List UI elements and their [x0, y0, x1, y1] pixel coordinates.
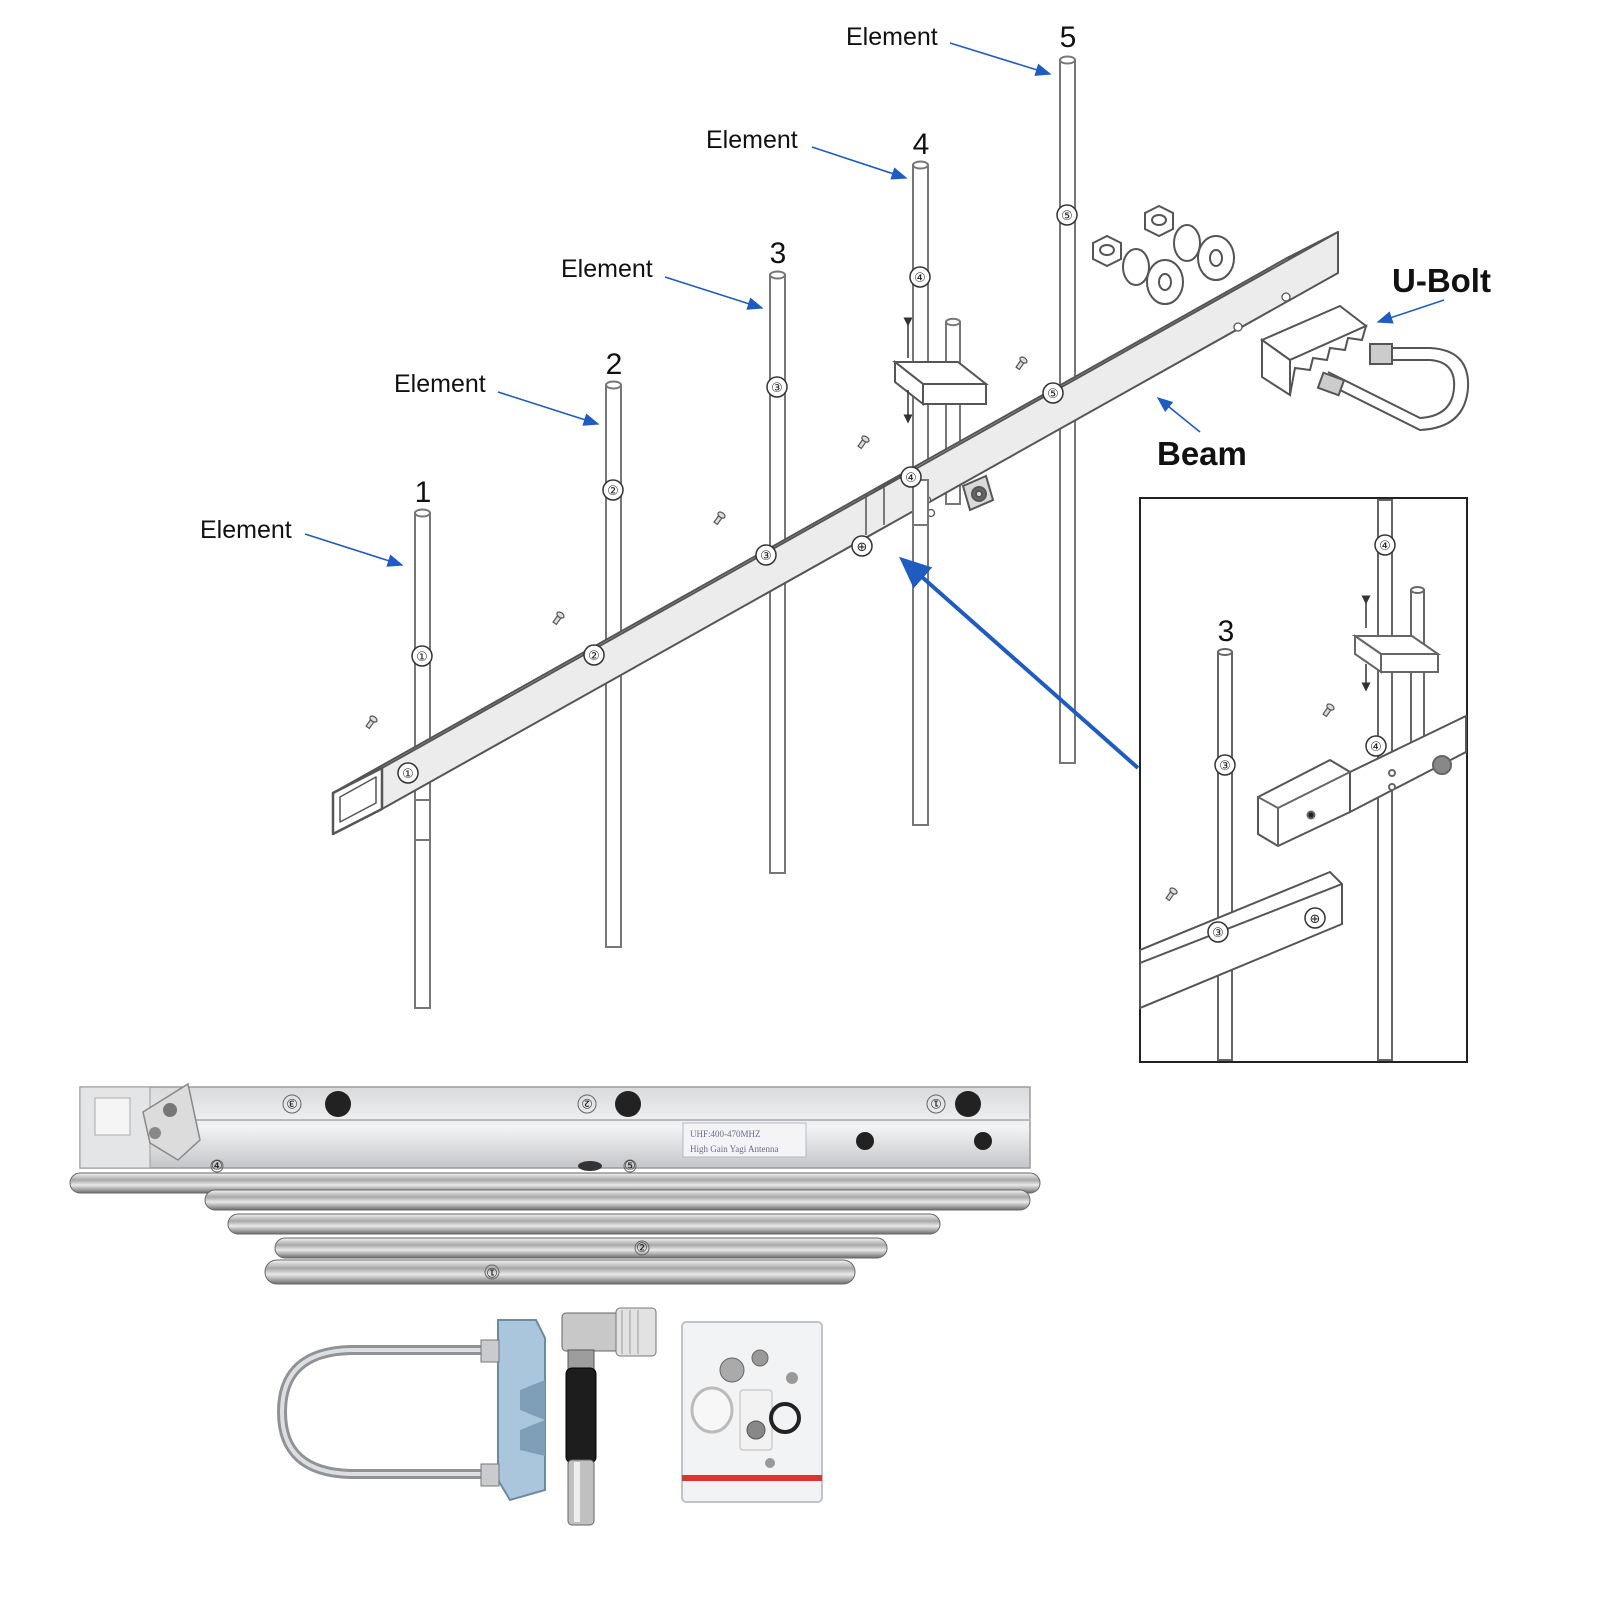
u-bolt-label: U-Bolt — [1392, 262, 1491, 299]
nuts-and-washers — [1092, 204, 1235, 305]
element-number-4: 4 — [913, 128, 930, 161]
svg-text:④: ④ — [1379, 539, 1391, 554]
element-number-5: 5 — [1060, 21, 1077, 54]
photo-beam: ③ ② ① UHF:400-470MHZ High Gain Yagi Ante… — [79, 1082, 1031, 1174]
element-number-1: 1 — [415, 476, 432, 509]
element-number-2: 2 — [606, 348, 623, 381]
photo-rod-number-1: ① — [484, 1264, 500, 1280]
driven-element-bracket — [892, 317, 995, 512]
screws — [365, 356, 1028, 730]
photo-hardware-bag — [681, 1321, 823, 1503]
svg-text:②: ② — [588, 649, 600, 664]
inset-marker-plus: ⊕ — [1304, 907, 1326, 929]
svg-text:⑤: ⑤ — [1061, 209, 1073, 224]
svg-text:④: ④ — [211, 1159, 223, 1174]
detail-inset: 3 ④ ④ ③ ③ ⊕ — [1139, 497, 1468, 1063]
photo-rod-4 — [274, 1237, 888, 1259]
photo-beam-rod-number-5: ⑤ — [623, 1159, 637, 1174]
element-label-5: Element — [846, 23, 938, 51]
inset-marker-4-beam: ④ — [1365, 735, 1387, 757]
svg-text:④: ④ — [1370, 740, 1382, 755]
callouts: Element Element Element Element Element … — [200, 23, 1491, 770]
photo-product-tag: UHF:400-470MHZ High Gain Yagi Antenna — [682, 1122, 807, 1158]
photo-element-rods: ② ① — [69, 1172, 1041, 1285]
photo-beam-number-3: ③ — [282, 1094, 302, 1114]
photo-rod-3 — [227, 1213, 941, 1235]
svg-text:①: ① — [416, 650, 428, 665]
svg-text:③: ③ — [286, 1095, 298, 1110]
svg-text:②: ② — [636, 1241, 648, 1256]
photo-beam-number-2: ② — [577, 1094, 597, 1114]
svg-text:①: ① — [930, 1095, 942, 1110]
photo-beam-rod-number-4: ④ — [210, 1159, 224, 1174]
inset-marker-4-top: ④ — [1374, 534, 1396, 556]
svg-text:①: ① — [486, 1264, 498, 1279]
element-number-3: 3 — [770, 237, 787, 270]
element-label-2: Element — [394, 370, 486, 398]
svg-text:④: ④ — [914, 271, 926, 286]
svg-text:②: ② — [607, 484, 619, 499]
svg-text:⑤: ⑤ — [1047, 387, 1059, 402]
photo-rod-2 — [204, 1189, 1031, 1211]
svg-text:③: ③ — [1219, 759, 1231, 774]
svg-text:①: ① — [402, 767, 414, 782]
marker-2-beam: ② — [583, 644, 605, 666]
element-label-3: Element — [561, 255, 653, 283]
svg-text:High Gain Yagi Antenna: High Gain Yagi Antenna — [690, 1144, 779, 1154]
svg-text:⊕: ⊕ — [1310, 912, 1321, 927]
position-markers: ① ① ② ② ③ ③ ④ ④ ⑤ ⑤ ⊕ — [397, 204, 1078, 784]
svg-text:③: ③ — [1212, 926, 1224, 941]
product-photo: ③ ② ① UHF:400-470MHZ High Gain Yagi Ante… — [69, 1082, 1041, 1526]
detail-pointer-arrow — [899, 556, 1140, 770]
marker-5-beam: ⑤ — [1042, 382, 1064, 404]
marker-plus-beam: ⊕ — [851, 535, 873, 557]
svg-text:UHF:400-470MHZ: UHF:400-470MHZ — [690, 1129, 761, 1139]
inset-marker-3-beam: ③ — [1207, 921, 1229, 943]
marker-1-beam: ① — [397, 762, 419, 784]
inset-marker-3-rod: ③ — [1214, 754, 1236, 776]
u-bolt-drawing — [1259, 304, 1470, 432]
element-rods — [414, 55, 1076, 1009]
svg-text:⑤: ⑤ — [624, 1159, 636, 1174]
marker-4-beam: ④ — [900, 466, 922, 488]
svg-text:④: ④ — [905, 471, 917, 486]
element-label-4: Element — [706, 126, 798, 154]
svg-text:③: ③ — [760, 549, 772, 564]
inset-element-number: 3 — [1218, 615, 1235, 648]
photo-coax-connector — [561, 1307, 657, 1526]
rod-front-segments — [414, 479, 929, 841]
photo-u-bolt — [276, 1319, 546, 1502]
marker-3-beam: ③ — [755, 544, 777, 566]
marker-2-rod: ② — [602, 479, 624, 501]
marker-5-rod: ⑤ — [1056, 204, 1078, 226]
photo-beam-number-1: ① — [926, 1094, 946, 1114]
photo-rod-5 — [264, 1259, 856, 1285]
svg-text:⊕: ⊕ — [857, 540, 868, 555]
svg-text:②: ② — [581, 1095, 593, 1110]
svg-text:③: ③ — [771, 381, 783, 396]
beam-label: Beam — [1157, 435, 1247, 472]
marker-1-rod: ① — [411, 645, 433, 667]
photo-rod-number-2: ② — [634, 1240, 650, 1256]
marker-4-rod: ④ — [909, 266, 931, 288]
marker-3-rod: ③ — [766, 376, 788, 398]
element-label-1: Element — [200, 516, 292, 544]
